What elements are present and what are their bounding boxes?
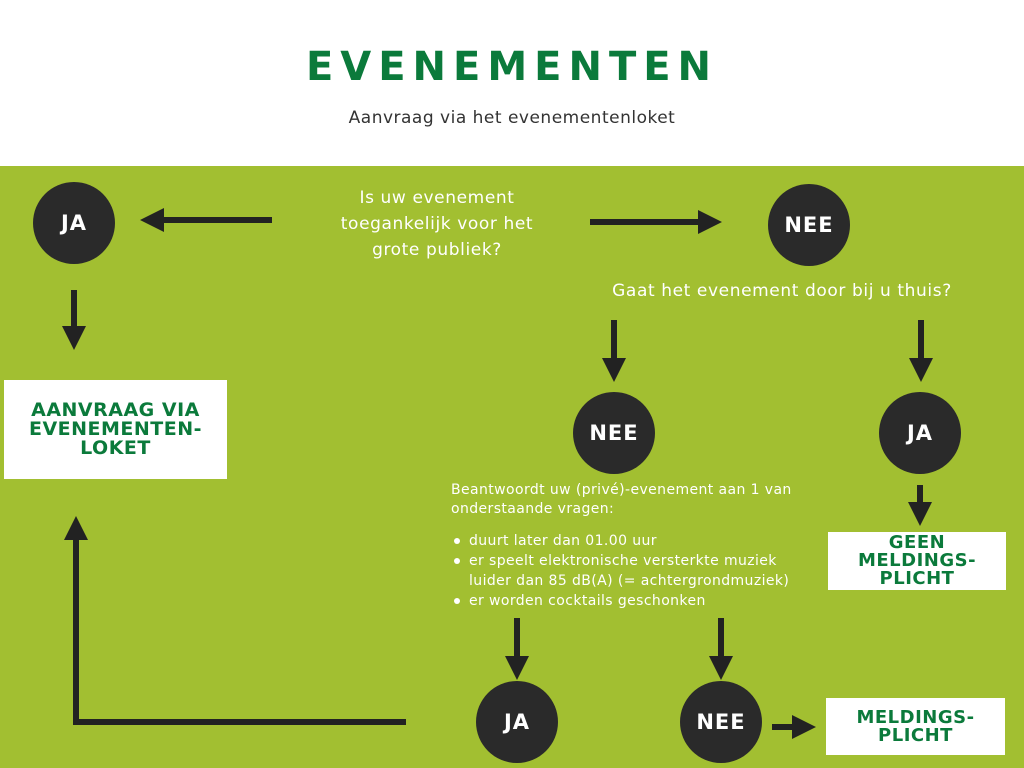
question-at-home: Gaat het evenement door bij u thuis? xyxy=(612,281,952,301)
criteria-text: er worden cocktails geschonken xyxy=(469,593,706,609)
criteria-list: duurt later dan 01.00 uur er speelt elek… xyxy=(451,531,821,611)
bullet-icon xyxy=(454,558,460,564)
criteria-text: er speelt elektronische versterkte muzie… xyxy=(469,553,790,589)
page-title: EVENEMENTEN xyxy=(305,44,719,90)
question-criteria: Beantwoordt uw (privé)-evenement aan 1 v… xyxy=(451,482,792,517)
answer-ja-public: JA xyxy=(33,182,115,264)
answer-nee-public: NEE xyxy=(768,184,850,266)
outcome-geen-meldingsplicht: GEEN MELDINGS-PLICHT xyxy=(828,532,1006,590)
answer-nee-criteria: NEE xyxy=(680,681,762,763)
arrow-ja-back-to-loket xyxy=(64,516,406,725)
list-item: er speelt elektronische versterkte muzie… xyxy=(451,551,821,591)
outcome-label: GEEN MELDINGS-PLICHT xyxy=(857,532,977,589)
answer-ja-criteria: JA xyxy=(476,681,558,763)
outcome-label: AANVRAAG VIA EVENEMENTEN-LOKET xyxy=(28,399,203,459)
answer-ja-home: JA xyxy=(879,392,961,474)
header: EVENEMENTEN Aanvraag via het evenementen… xyxy=(0,0,1024,166)
bullet-icon xyxy=(454,538,460,544)
list-item: er worden cocktails geschonken xyxy=(451,591,821,611)
page-subtitle: Aanvraag via het evenementenloket xyxy=(348,108,676,128)
outcome-evenementenloket: AANVRAAG VIA EVENEMENTEN-LOKET xyxy=(4,380,227,479)
criteria-text: duurt later dan 01.00 uur xyxy=(469,533,657,549)
list-item: duurt later dan 01.00 uur xyxy=(451,531,821,551)
outcome-label: MELDINGS-PLICHT xyxy=(856,706,975,746)
answer-nee-home: NEE xyxy=(573,392,655,474)
question-public-event: Is uw evenement toegankelijk voor het gr… xyxy=(340,188,534,260)
outcome-meldingsplicht: MELDINGS-PLICHT xyxy=(826,698,1005,755)
bullet-icon xyxy=(454,598,460,604)
